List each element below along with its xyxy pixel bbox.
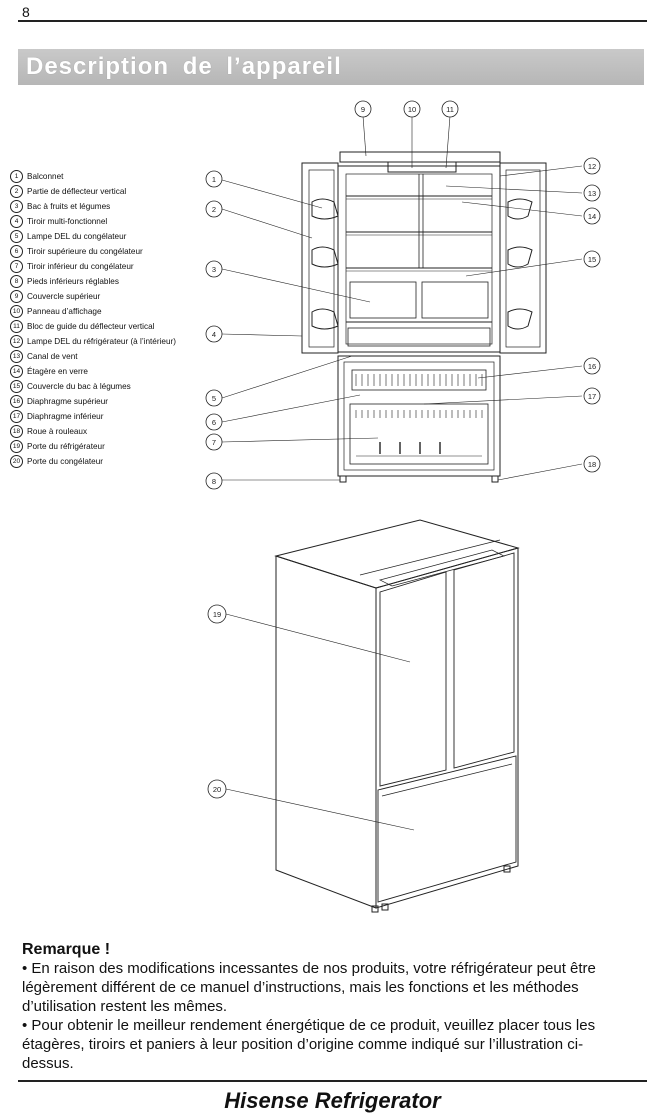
legend-item: 13 Canal de vent (10, 349, 210, 364)
legend-item: 4 Tiroir multi-fonctionnel (10, 214, 210, 229)
legend-number: 9 (10, 290, 23, 304)
callout-16: 16 (588, 362, 596, 371)
legend-number: 10 (10, 305, 23, 319)
bottom-rule (18, 1080, 647, 1082)
legend-number: 8 (10, 275, 23, 289)
callout-12: 12 (588, 162, 596, 171)
legend-label: Tiroir supérieure du congélateur (27, 247, 143, 256)
callout-17: 17 (588, 392, 596, 401)
legend-label: Roue à rouleaux (27, 427, 88, 436)
legend-number: 17 (10, 410, 23, 424)
legend-number: 6 (10, 245, 23, 259)
section-title: Description de l’appareil (26, 53, 342, 80)
legend-item: 5 Lampe DEL du congélateur (10, 229, 210, 244)
legend-item: 17 Diaphragme inférieur (10, 409, 210, 424)
legend-number: 12 (10, 335, 23, 349)
legend-label: Bac à fruits et légumes (27, 202, 111, 211)
legend-number: 7 (10, 260, 23, 274)
legend-number: 15 (10, 380, 23, 394)
top-rule (18, 20, 647, 22)
legend-label: Tiroir inférieur du congélateur (27, 262, 134, 271)
legend-item: 11 Bloc de guide du déflecteur vertical (10, 319, 210, 334)
legend-item: 15 Couvercle du bac à légumes (10, 379, 210, 394)
legend-item: 6 Tiroir supérieure du congélateur (10, 244, 210, 259)
legend-item: 20 Porte du congélateur (10, 454, 210, 469)
legend-number: 19 (10, 440, 23, 454)
callout-6: 6 (212, 418, 216, 427)
callout-4: 4 (212, 330, 216, 339)
callout-5: 5 (212, 394, 216, 403)
legend-number: 5 (10, 230, 23, 244)
callout-1: 1 (212, 175, 216, 184)
callout-10: 10 (408, 105, 416, 114)
legend-label: Diaphragme supérieur (27, 397, 109, 406)
legend-number: 2 (10, 185, 23, 199)
callout-15: 15 (588, 255, 596, 264)
callout-11: 11 (446, 105, 454, 114)
callout-2: 2 (212, 205, 216, 214)
legend-number: 18 (10, 425, 23, 439)
callout-19: 19 (213, 610, 221, 619)
legend-number: 13 (10, 350, 23, 364)
closed-fridge-illustration (274, 519, 520, 913)
legend-label: Lampe DEL du congélateur (27, 232, 127, 241)
legend-item: 18 Roue à rouleaux (10, 424, 210, 439)
legend-label: Tiroir multi-fonctionnel (27, 217, 108, 226)
legend-label: Étagère en verre (27, 367, 88, 376)
callout-3: 3 (212, 265, 216, 274)
legend-item: 14 Étagère en verre (10, 364, 210, 379)
legend-label: Balconnet (27, 172, 64, 181)
legend-number: 3 (10, 200, 23, 214)
remark-paragraph: • En raison des modifications incessante… (22, 960, 596, 1015)
legend-label: Porte du réfrigérateur (27, 442, 105, 451)
callout-13: 13 (588, 189, 596, 198)
callout-8: 8 (212, 477, 216, 486)
callout-14: 14 (588, 212, 596, 221)
legend-number: 11 (10, 320, 23, 334)
legend-number: 14 (10, 365, 23, 379)
remark-section: Remarque ! • En raison des modifications… (22, 940, 634, 1073)
legend-item: 7 Tiroir inférieur du congélateur (10, 259, 210, 274)
legend-number: 16 (10, 395, 23, 409)
callout-7: 7 (212, 438, 216, 447)
callout-18: 18 (588, 460, 596, 469)
open-fridge-illustration (301, 151, 547, 483)
callout-9: 9 (361, 105, 365, 114)
brand-footer: Hisense Refrigerator (224, 1088, 441, 1113)
legend-item: 10 Panneau d’affichage (10, 304, 210, 319)
legend-label: Pieds inférieurs réglables (27, 277, 119, 286)
parts-legend: 1 Balconnet 2 Partie de déflecteur vertica… (10, 169, 210, 469)
legend-item: 19 Porte du réfrigérateur (10, 439, 210, 454)
legend-label: Canal de vent (27, 352, 78, 361)
legend-label: Lampe DEL du réfrigérateur (à l’intérieu… (27, 337, 176, 346)
legend-item: 3 Bac à fruits et légumes (10, 199, 210, 214)
leader-lines (221, 115, 583, 831)
legend-label: Bloc de guide du déflecteur vertical (27, 322, 155, 331)
legend-label: Porte du congélateur (27, 457, 104, 466)
legend-item: 9 Couvercle supérieur (10, 289, 210, 304)
section-title-band: Description de l’appareil (18, 49, 644, 85)
legend-label: Diaphragme inférieur (27, 412, 104, 421)
legend-item: 2 Partie de déflecteur vertical (10, 184, 210, 199)
legend-number: 1 (10, 170, 23, 184)
page-number: 8 (22, 4, 30, 20)
legend-label: Partie de déflecteur vertical (27, 187, 127, 196)
callouts (205, 100, 601, 799)
legend-number: 4 (10, 215, 23, 229)
legend-item: 12 Lampe DEL du réfrigérateur (à l’intéri… (10, 334, 210, 349)
remark-paragraph: • Pour obtenir le meilleur rendement éne… (22, 1017, 596, 1072)
callout-20: 20 (213, 785, 221, 794)
legend-number: 20 (10, 455, 23, 469)
legend-label: Couvercle du bac à légumes (27, 382, 131, 391)
callout-labels: 1 2 3 4 5 6 7 8 9 10 11 12 13 14 15 16 1… (212, 105, 596, 794)
remark-heading: Remarque ! (22, 941, 111, 958)
legend-label: Couvercle supérieur (27, 292, 101, 301)
legend-item: 1 Balconnet (10, 169, 210, 184)
legend-item: 8 Pieds inférieurs réglables (10, 274, 210, 289)
legend-item: 16 Diaphragme supérieur (10, 394, 210, 409)
legend-label: Panneau d’affichage (27, 307, 102, 316)
